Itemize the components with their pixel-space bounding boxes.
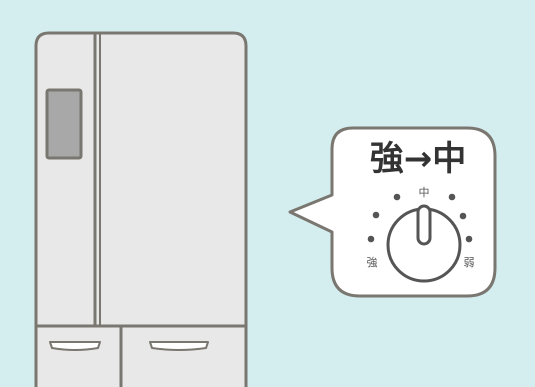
- dial-dot-right-top: [459, 212, 467, 220]
- dial-label-left: 強: [367, 256, 378, 269]
- dial-pointer: [416, 204, 432, 246]
- dial-dot-left-upper: [393, 193, 401, 201]
- dial-label-right: 弱: [464, 256, 475, 269]
- callout-bubble: 強→中 中 強 弱: [288, 126, 497, 298]
- dial-dot-right-mid: [465, 235, 473, 243]
- refrigerator-control-panel: [45, 88, 83, 160]
- refrigerator-body: [34, 31, 248, 387]
- dial-dot-left-top: [372, 211, 380, 219]
- temperature-dial: 中 強 弱: [367, 186, 475, 283]
- refrigerator-drawer-handle-right: [149, 341, 209, 351]
- dial-label-top: 中: [419, 186, 430, 199]
- callout-heading: 強→中: [370, 139, 467, 179]
- refrigerator: [34, 31, 248, 387]
- dial-dot-right-upper: [448, 193, 456, 201]
- dial-dot-left-mid: [367, 235, 375, 243]
- refrigerator-drawer-handle-left: [49, 341, 101, 351]
